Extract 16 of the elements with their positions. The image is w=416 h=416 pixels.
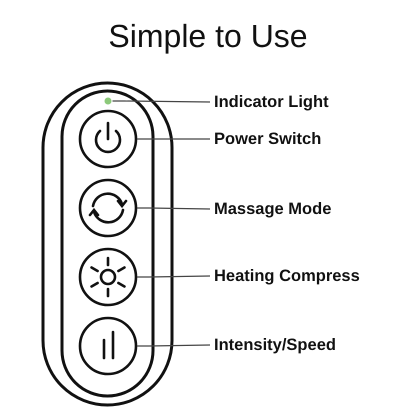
callout-label: Power Switch [214,130,322,148]
heat-button [78,248,138,306]
callout-label: Intensity/Speed [214,336,336,354]
mode-button [78,178,138,238]
leader-line [137,138,210,140]
leader-line [137,275,210,278]
indicator-light [104,98,112,104]
callout-label: Indicator Light [214,93,329,111]
callout-label: Massage Mode [214,200,332,218]
leader-line [112,100,210,103]
power-button [78,110,138,168]
callout-label: Heating Compress [214,267,360,285]
leader-line [137,207,210,210]
leader-line [137,344,210,347]
title: Simple to Use [107,18,309,55]
speed-button [78,316,138,376]
